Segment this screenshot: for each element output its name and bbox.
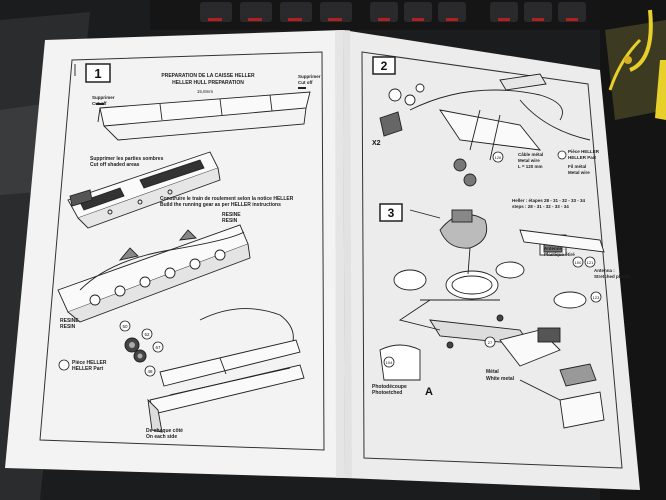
shaded-fr: Supprimer les parties sombres — [90, 156, 164, 162]
part-123: 123 — [593, 295, 600, 300]
each-side-fr: De chaque côté — [146, 428, 183, 434]
title-fr: PREPARATION DE LA CAISSE HELLER — [161, 73, 255, 79]
wire-en: Metal wire — [518, 158, 540, 163]
step-2-box — [372, 56, 396, 75]
part-121: 121 — [587, 260, 594, 265]
heller-part-symbol-right — [557, 150, 567, 160]
cut-off-right-en: Cut off — [298, 80, 313, 85]
part-number-circles-left: 50 62 67 48 — [119, 320, 164, 377]
wire-fr: Câble métal — [518, 152, 543, 157]
heller-part-fr-right: Pièce HELLER — [568, 149, 600, 154]
shaded-en: Cut off shaded areas — [90, 162, 140, 168]
road-wheels — [124, 337, 147, 363]
step-2-drawing — [379, 73, 591, 187]
resine-bottom-fr: RESINE — [60, 318, 79, 324]
hull-top-drawing — [67, 151, 221, 229]
gear-en: Build the running gear as per HELLER ins… — [160, 202, 281, 208]
part-27: 27 — [488, 340, 493, 345]
step-1-box — [85, 63, 111, 83]
metal-fr: Métal — [486, 369, 499, 375]
heller-steps-fr: Heller : étapes 28 - 31 - 32 - 33 - 34 — [512, 198, 586, 203]
step-3-number: 3 — [388, 206, 395, 220]
cut-off-left-fr: Supprimer — [92, 95, 115, 100]
resine-bottom-en: RESIN — [60, 324, 76, 330]
left-page-content: 1 PREPARATION DE LA CAISSE HELLER HELLER… — [39, 51, 325, 451]
antenna-en: Antenna : — [594, 268, 615, 273]
resine-top-fr: RESINE — [222, 212, 241, 218]
part-126: 126 — [495, 155, 502, 160]
keyboard — [150, 0, 610, 30]
heller-part-fr: Pièce HELLER — [72, 360, 107, 366]
each-side-en: On each side — [146, 434, 177, 440]
step-2-number: 2 — [381, 59, 388, 73]
title-en: HELLER HULL PREPARATION — [172, 80, 244, 86]
dim-label: 15,8mm — [197, 89, 214, 94]
part-62: 62 — [144, 332, 150, 337]
hull-gear-drawing — [57, 224, 251, 323]
metal-wire-note-fr: Fil métal — [568, 164, 586, 169]
antenna-en-2: Stretched plastic — [594, 274, 631, 279]
step-1-number: 1 — [94, 66, 101, 81]
photo-letter: A — [425, 386, 433, 398]
photo-fr: Photodécoupe — [372, 384, 407, 390]
resine-top-en: RESIN — [222, 218, 238, 224]
antenna-fr: Antenne : — [544, 246, 565, 251]
hull-side-drawing — [96, 87, 311, 141]
antenna-fr-2: Plastique étiré — [544, 252, 575, 257]
right-page-content: 2 X2 126 Câble métal Metal wire L = 120 … — [361, 51, 631, 469]
part-126-circle — [492, 151, 504, 163]
part-48: 48 — [147, 369, 153, 374]
heller-steps-en: steps : 28 - 31 - 32 - 33 - 34 — [512, 204, 569, 209]
side-skirt-drawing — [147, 308, 305, 433]
heller-part-en: HELLER Part — [72, 366, 103, 372]
step-3-box — [379, 203, 403, 222]
gear-fr: Construire le train de roulement selon l… — [160, 196, 294, 202]
part-100: 100 — [575, 260, 582, 265]
metal-en: White metal — [486, 376, 515, 382]
part-50: 50 — [122, 324, 128, 329]
heller-part-symbol — [58, 359, 70, 371]
metal-wire-note-en: Metal wire — [568, 170, 590, 175]
part-104: 104 — [386, 360, 393, 365]
x2-label: X2 — [372, 140, 381, 147]
heller-part-en-right: HELLER Part — [568, 155, 597, 160]
keyboard-red-leds — [208, 18, 578, 21]
cut-off-right-fr: Supprimer — [298, 74, 321, 79]
wire-length: L = 120 mm — [518, 164, 543, 169]
photo-en: Photoetched — [372, 390, 402, 396]
part-67: 67 — [155, 345, 161, 350]
step-3-drawing — [379, 209, 605, 429]
part-number-circles-right: 100 121 123 27 104 — [383, 256, 602, 368]
